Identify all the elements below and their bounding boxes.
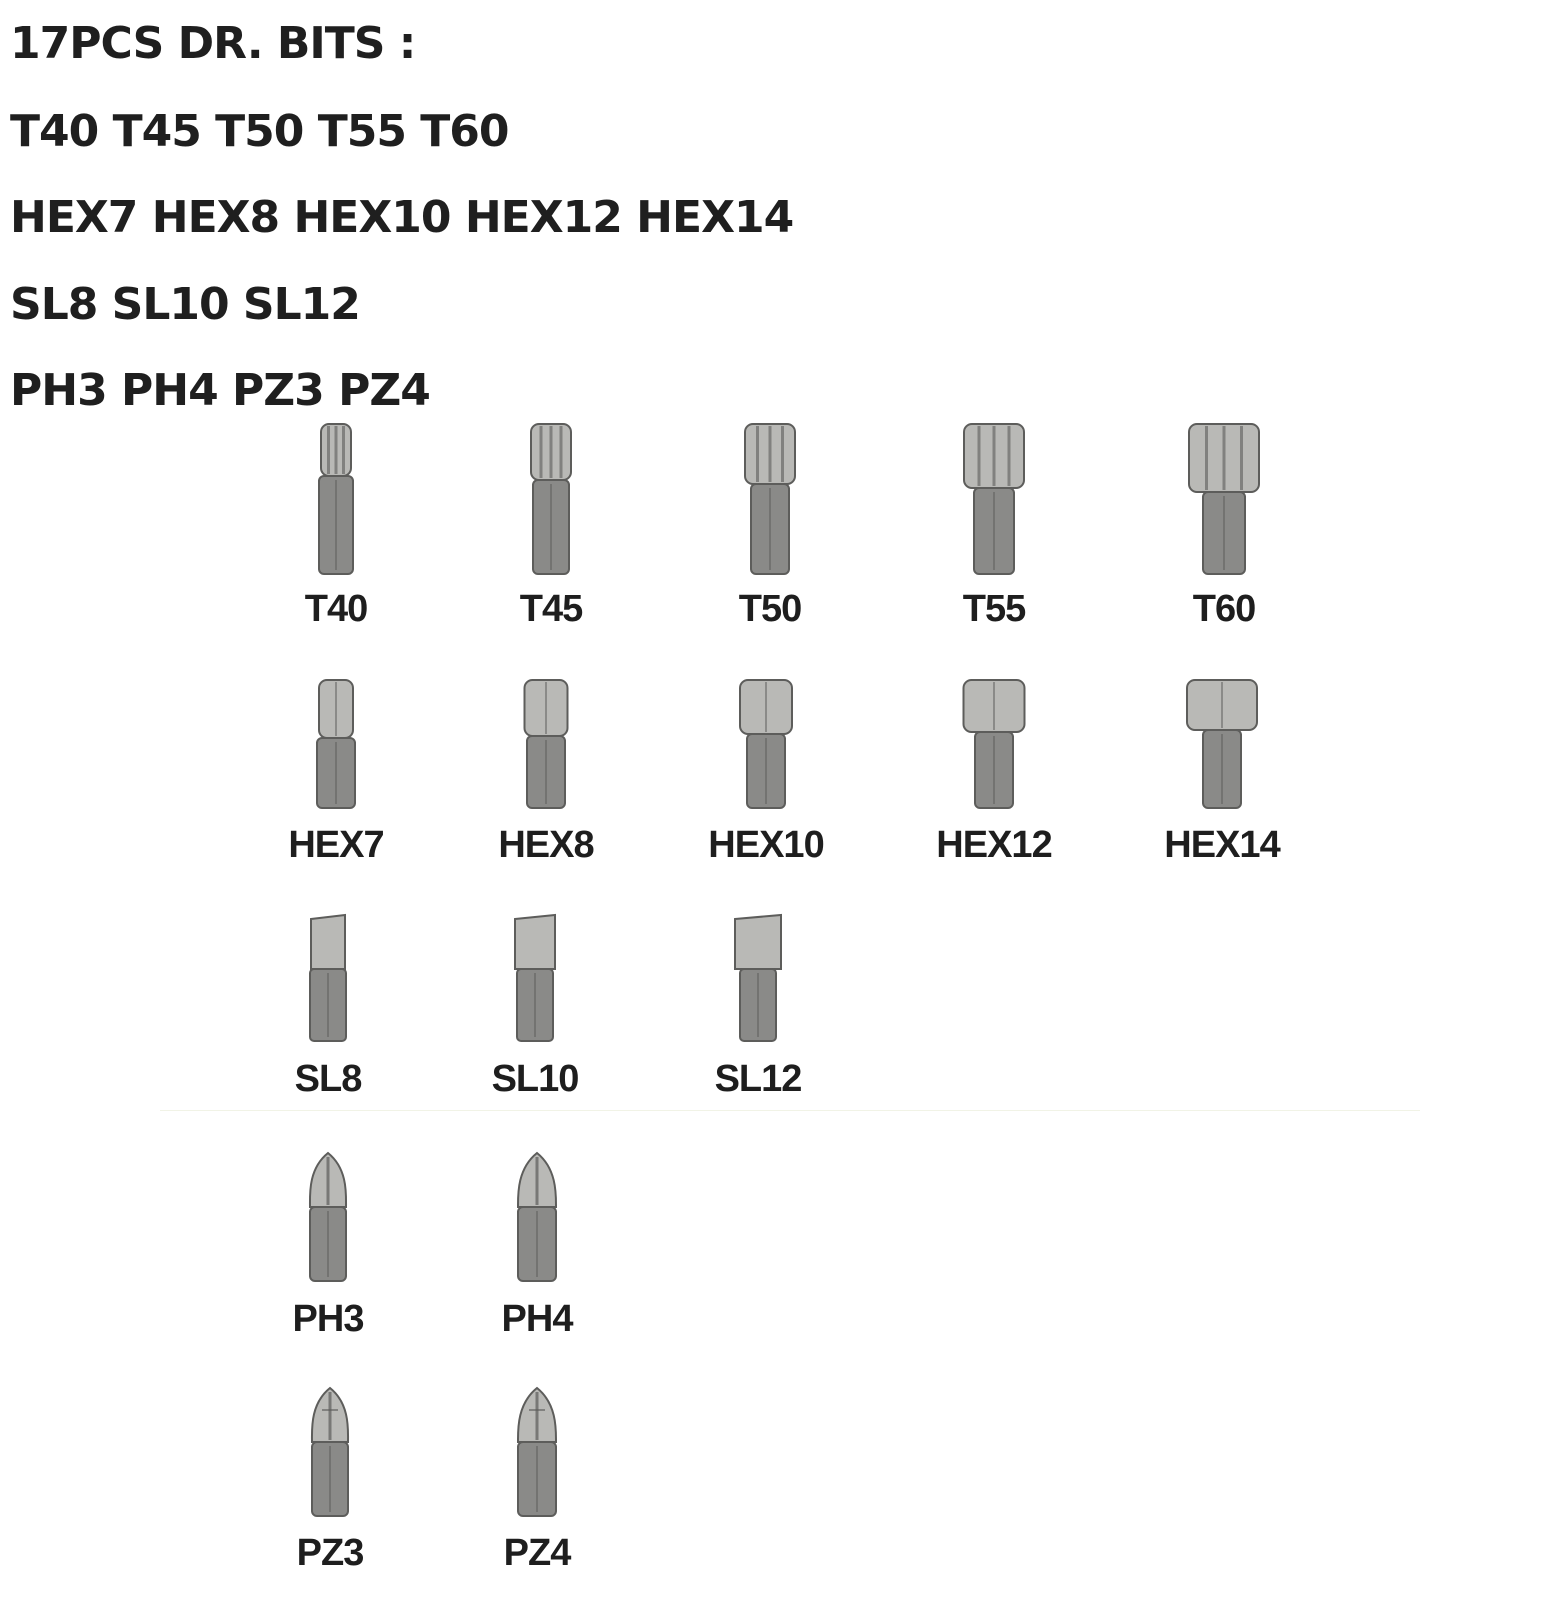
bit-tile-hex8: HEX8	[456, 668, 636, 888]
bit-tile-hex7: HEX7	[246, 668, 426, 888]
bit-tile-t55: T55	[904, 412, 1084, 632]
bit-label: PH4	[501, 1298, 574, 1340]
bit-tile-ph4: PH4	[447, 1145, 627, 1365]
bit-label: T55	[962, 588, 1026, 630]
bit-tile-hex10: HEX10	[676, 668, 856, 888]
slotted-bit-icon	[734, 913, 782, 1042]
heading-line-phillips-pozi: PH3 PH4 PZ3 PZ4	[10, 365, 431, 416]
hex-bit-icon	[739, 679, 793, 809]
bit-tile-t40: T40	[246, 412, 426, 632]
slotted-bit-icon	[309, 913, 347, 1042]
torx-bit-icon	[1188, 423, 1260, 575]
bit-label: T45	[519, 588, 583, 630]
heading-title: 17PCS DR. BITS :	[10, 18, 416, 69]
torx-bit-icon	[318, 423, 354, 575]
phillips-bit-icon	[516, 1151, 558, 1282]
bit-tile-t45: T45	[461, 412, 641, 632]
bit-tile-sl10: SL10	[445, 905, 625, 1125]
hex-bit-icon	[523, 679, 569, 809]
bit-label: PZ4	[503, 1532, 572, 1574]
hex-bit-icon	[316, 679, 356, 809]
bit-tile-t60: T60	[1134, 412, 1314, 632]
torx-bit-icon	[744, 423, 796, 575]
hex-bit-icon	[962, 679, 1026, 809]
bit-label: T60	[1192, 588, 1256, 630]
bit-label: SL10	[491, 1058, 580, 1100]
phillips-bit-icon	[308, 1151, 348, 1282]
bit-label: SL12	[714, 1058, 803, 1100]
bit-tile-sl8: SL8	[238, 905, 418, 1125]
bit-label: HEX7	[288, 824, 384, 866]
bit-label: T50	[738, 588, 802, 630]
pozidriv-bit-icon	[310, 1386, 350, 1517]
divider	[160, 1110, 1420, 1111]
bit-tile-t50: T50	[680, 412, 860, 632]
pozidriv-bit-icon	[516, 1386, 558, 1517]
bit-label: HEX12	[936, 824, 1052, 866]
bit-label: HEX10	[708, 824, 824, 866]
heading-line-slotted: SL8 SL10 SL12	[10, 279, 361, 330]
bit-label: PZ3	[296, 1532, 365, 1574]
heading-line-hex: HEX7 HEX8 HEX10 HEX12 HEX14	[10, 192, 794, 243]
bit-tile-hex12: HEX12	[904, 668, 1084, 888]
bit-label: SL8	[294, 1058, 363, 1100]
bit-tile-pz3: PZ3	[240, 1380, 420, 1600]
bit-tile-ph3: PH3	[238, 1145, 418, 1365]
torx-bit-icon	[963, 423, 1025, 575]
bit-label: HEX14	[1164, 824, 1280, 866]
bit-tile-pz4: PZ4	[447, 1380, 627, 1600]
hex-bit-icon	[1186, 679, 1258, 809]
bit-tile-sl12: SL12	[668, 905, 848, 1125]
bit-tile-hex14: HEX14	[1132, 668, 1312, 888]
slotted-bit-icon	[514, 913, 556, 1042]
bit-label: T40	[304, 588, 368, 630]
heading-line-torx: T40 T45 T50 T55 T60	[10, 106, 509, 157]
torx-bit-icon	[530, 423, 572, 575]
bit-label: HEX8	[498, 824, 594, 866]
bit-label: PH3	[292, 1298, 365, 1340]
